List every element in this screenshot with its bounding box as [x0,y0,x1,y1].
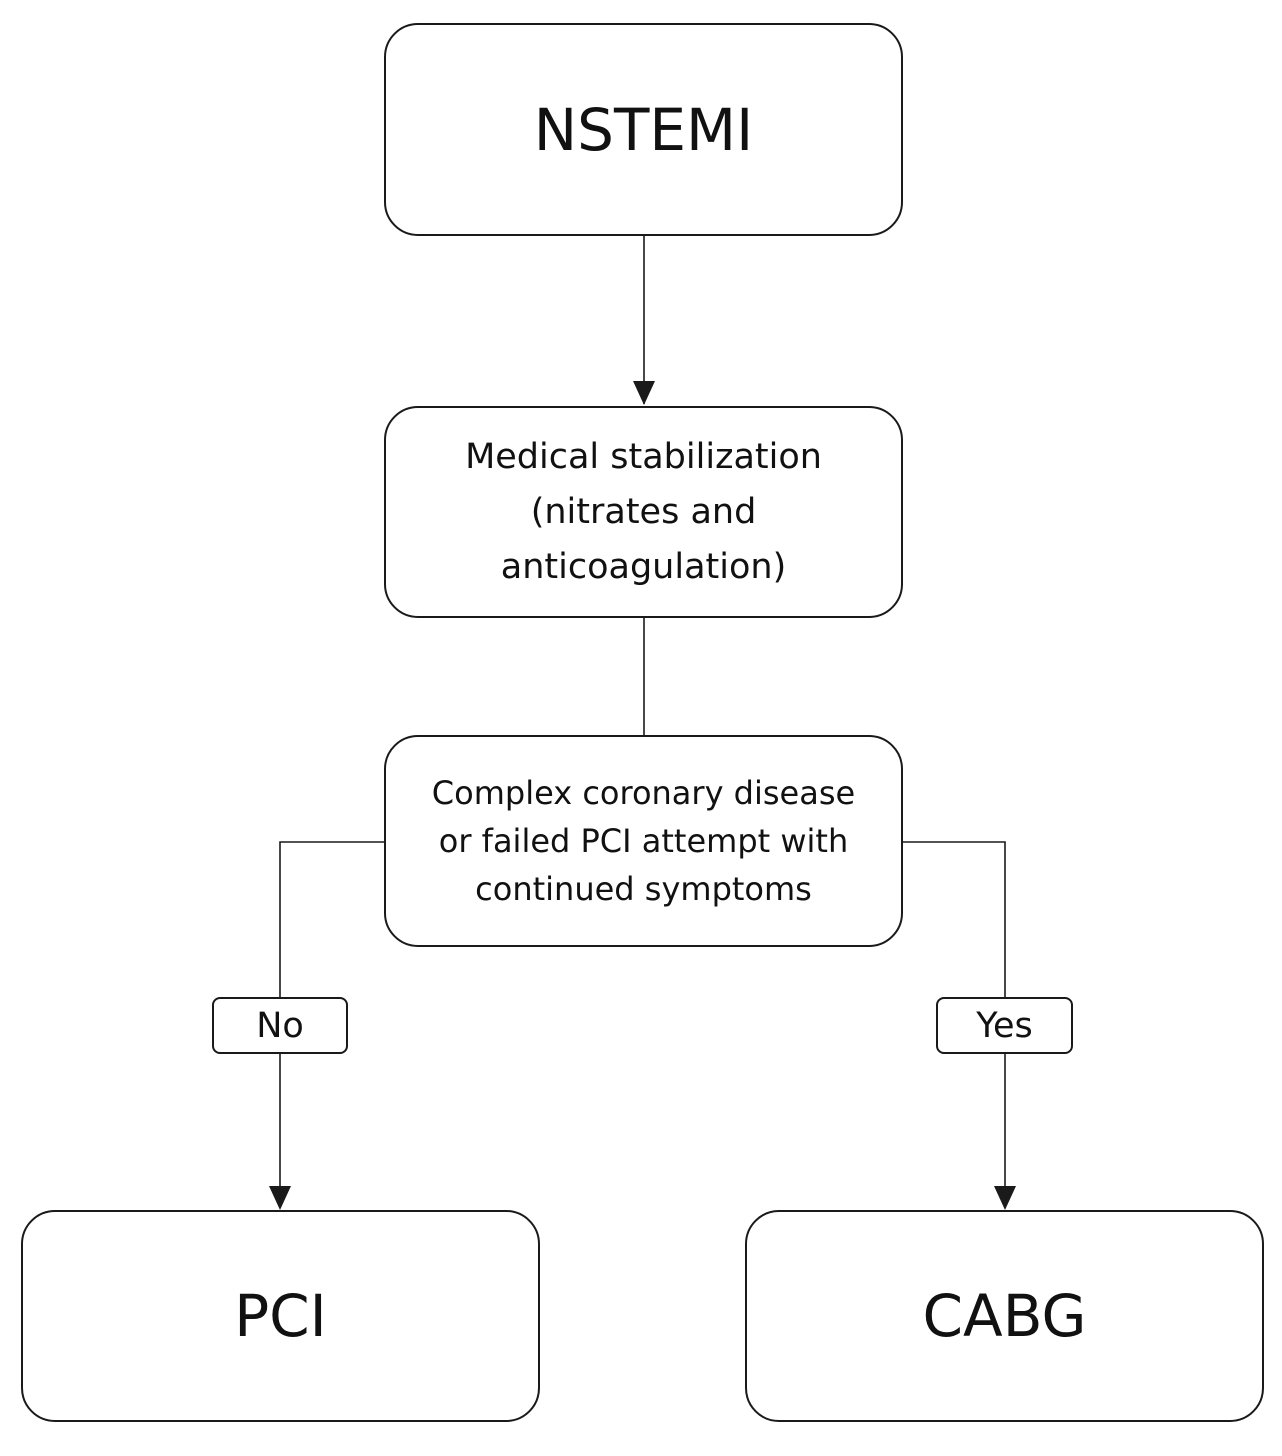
edge-label-no: No [212,997,348,1054]
node-medical-stabilization-label: Medical stabilization (nitrates and anti… [465,436,822,587]
connector-decision-to-yes [903,841,1006,997]
node-medical-stabilization: Medical stabilization (nitrates and anti… [384,406,903,618]
node-decision-complex-disease: Complex coronary disease or failed PCI a… [384,735,903,947]
edge-label-no-text: No [256,1005,304,1046]
edge-label-yes-text: Yes [976,1005,1033,1046]
node-nstemi: NSTEMI [384,23,903,236]
connector-decision-to-no [279,841,384,997]
node-cabg: CABG [745,1210,1264,1422]
edge-label-yes: Yes [936,997,1073,1054]
node-pci-label: PCI [234,1282,327,1350]
node-pci: PCI [21,1210,540,1422]
arrowhead-cabg [994,1186,1016,1210]
arrowhead-stabilization [633,381,655,405]
node-nstemi-label: NSTEMI [533,95,754,164]
arrowhead-pci [269,1186,291,1210]
node-cabg-label: CABG [922,1282,1087,1350]
node-decision-label: Complex coronary disease or failed PCI a… [431,774,856,908]
